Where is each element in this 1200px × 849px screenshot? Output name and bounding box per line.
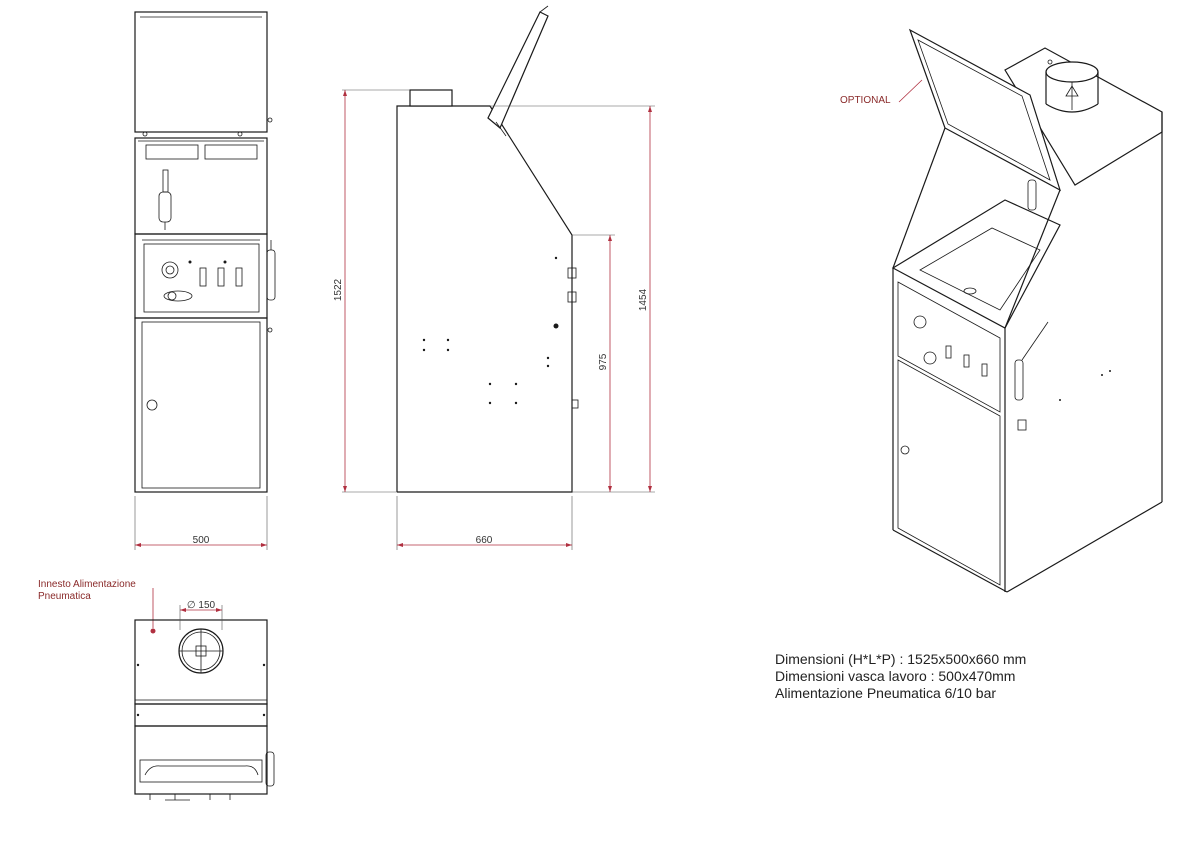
front-control-panel xyxy=(134,233,268,319)
front-light-right xyxy=(204,144,258,160)
spec-air-supply: Alimentazione Pneumatica 6/10 bar xyxy=(775,685,997,701)
pressure-gauge-icon xyxy=(161,261,179,279)
front-hood xyxy=(134,11,268,133)
top-side-gun-icon xyxy=(265,751,275,787)
spec-dimensions: Dimensioni (H*L*P) : 1525x500x660 mm xyxy=(775,651,1027,667)
side-view: 1522 1454 975 660 xyxy=(333,5,655,550)
door-lock-icon xyxy=(146,399,158,411)
iso-control-panel xyxy=(897,281,1001,413)
isometric-view: OPTIONAL xyxy=(840,28,1163,593)
iso-work-basin xyxy=(891,199,1061,329)
iso-gauge-icon xyxy=(913,315,927,329)
side-body xyxy=(396,105,573,493)
cabinet-height-dimension: 1454 xyxy=(638,288,649,311)
work-height-dimension: 975 xyxy=(598,353,609,370)
optional-leader-line xyxy=(898,79,923,103)
side-open-lid xyxy=(487,11,549,129)
front-knob xyxy=(163,290,193,302)
front-window xyxy=(134,137,268,235)
top-strip xyxy=(134,703,268,727)
top-cabinet-outline xyxy=(134,725,268,795)
optional-label: OPTIONAL xyxy=(840,95,891,106)
valve-lever-2 xyxy=(217,267,225,287)
total-height-dimension: 1522 xyxy=(333,278,344,301)
specifications: Dimensioni (H*L*P) : 1525x500x660 mm Dim… xyxy=(775,651,1026,702)
iso-side-gun-icon xyxy=(1014,359,1024,401)
depth-dimension: 660 xyxy=(476,535,493,546)
side-chimney xyxy=(409,89,453,107)
top-view: Innesto Alimentazione Pneumatica ∅ 150 xyxy=(38,579,275,801)
side-spray-gun-icon xyxy=(266,249,276,301)
air-inlet-label-line1: Innesto Alimentazione xyxy=(38,579,136,590)
duct-diameter-dimension: ∅ 150 xyxy=(187,600,216,611)
iso-door xyxy=(897,359,1001,586)
front-light-left xyxy=(145,144,199,160)
width-dimension: 500 xyxy=(193,535,210,546)
air-inlet-label-line2: Pneumatica xyxy=(38,591,91,602)
front-view: 500 xyxy=(134,11,276,550)
spec-basin-dimensions: Dimensioni vasca lavoro : 500x470mm xyxy=(775,668,1016,684)
iso-chimney-top xyxy=(1045,61,1099,83)
valve-lever-1 xyxy=(199,267,207,287)
front-door xyxy=(134,317,268,493)
valve-lever-3 xyxy=(235,267,243,287)
air-inlet-icon xyxy=(150,628,156,634)
